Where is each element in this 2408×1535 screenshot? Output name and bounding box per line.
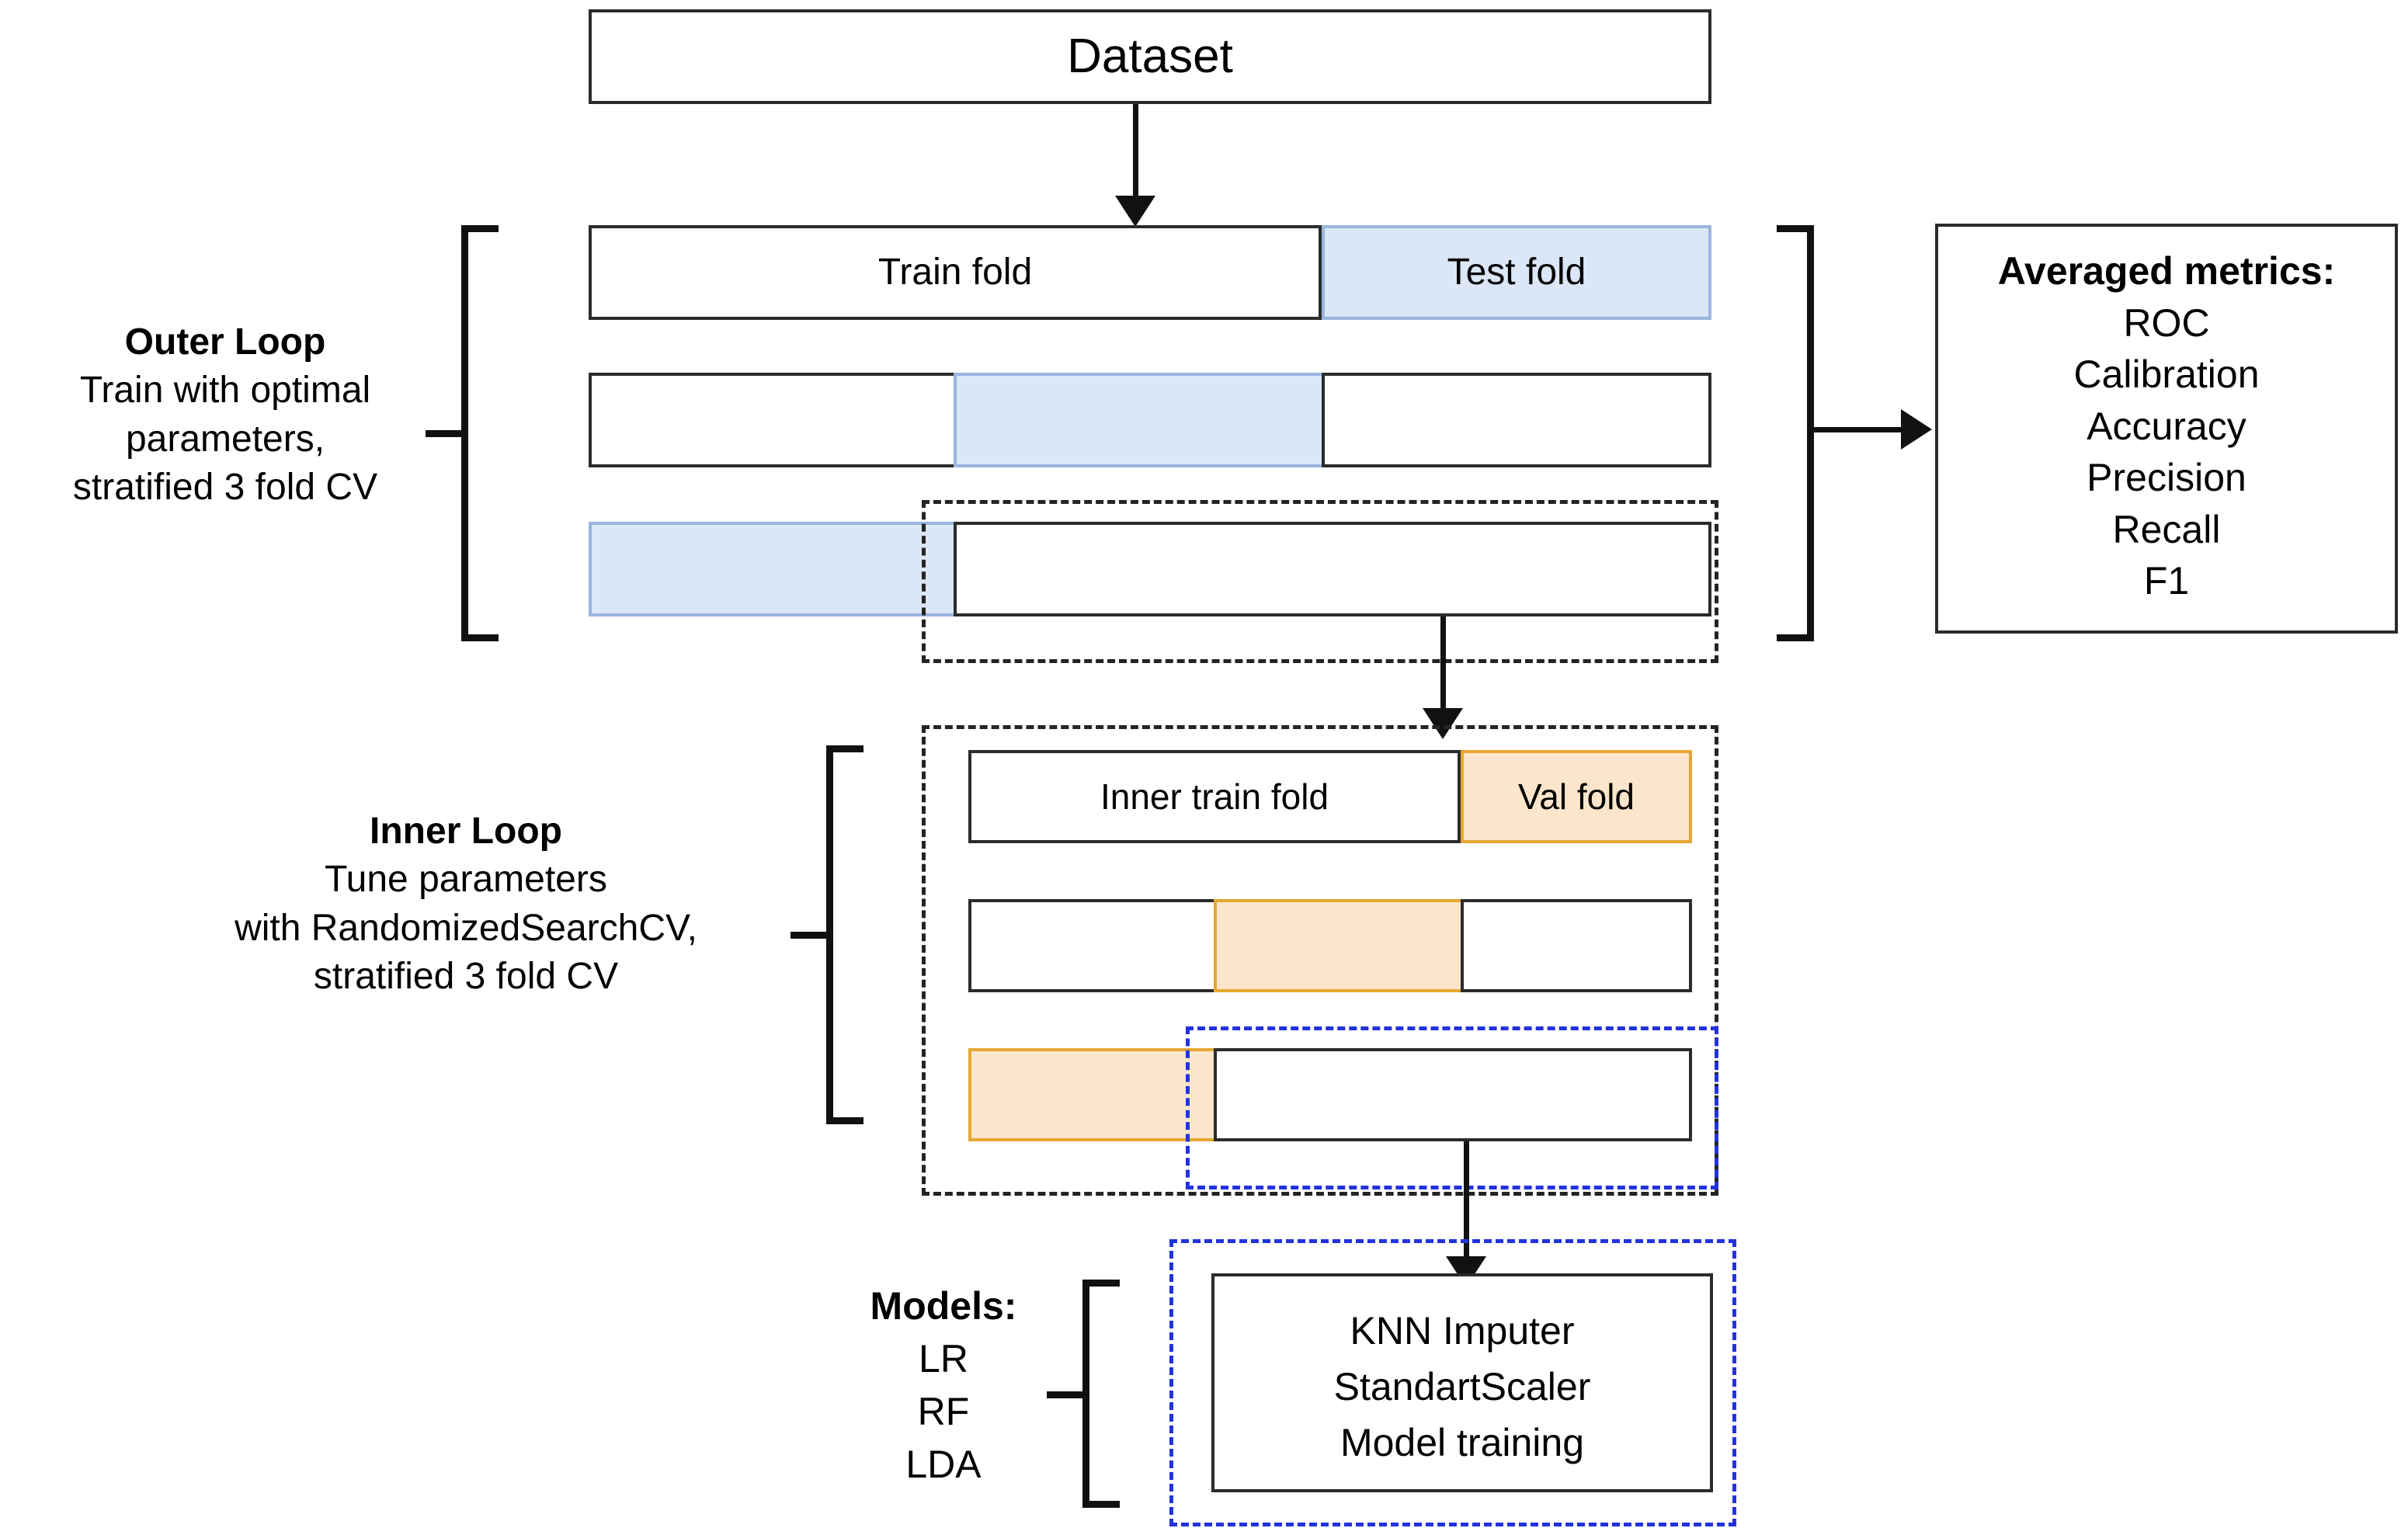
dataset-label: Dataset bbox=[1067, 30, 1233, 84]
inner-loop-title: Inner Loop bbox=[370, 811, 562, 852]
inner-loop-dashed-container bbox=[922, 725, 1718, 1196]
inner-row3-segment-b bbox=[1214, 1048, 1692, 1141]
test-fold-label: Test fold bbox=[1447, 251, 1586, 293]
outer-row2-segment-c bbox=[1322, 373, 1711, 467]
metric-item-f1: F1 bbox=[2143, 559, 2190, 603]
outer-loop-right-bracket bbox=[1777, 225, 1814, 641]
train-fold-label: Train fold bbox=[877, 251, 1033, 293]
inner-row2-segment-c bbox=[1461, 899, 1692, 992]
outer-loop-bracket bbox=[426, 225, 499, 641]
inner-row1-train-segment: Inner train fold bbox=[968, 750, 1461, 843]
pipeline-line-model-training: Model training bbox=[1340, 1421, 1585, 1464]
outer-fold-row-3 bbox=[589, 522, 1711, 616]
model-item-lr: LR bbox=[919, 1337, 968, 1380]
inner-row2-segment-a bbox=[968, 899, 1217, 992]
inner-train-highlight-dashed-box bbox=[1186, 1026, 1718, 1189]
models-caption: Models: LR RF LDA bbox=[800, 1280, 1087, 1491]
inner-loop-line-3: stratified 3 fold CV bbox=[313, 956, 619, 998]
pipeline-text: KNN Imputer StandartScaler Model trainin… bbox=[1214, 1303, 1710, 1471]
outer-loop-line-2: parameters, bbox=[125, 418, 325, 460]
metric-item-precision: Precision bbox=[2087, 456, 2246, 499]
outer-row2-segment-b bbox=[954, 373, 1325, 467]
pipeline-line-knn-imputer: KNN Imputer bbox=[1350, 1309, 1575, 1353]
outer-row1-test-segment: Test fold bbox=[1322, 225, 1711, 320]
metrics-heading: Averaged metrics: bbox=[1997, 249, 2336, 293]
arrow-dataset-to-outer bbox=[1115, 196, 1155, 227]
inner-train-fold-label: Inner train fold bbox=[1100, 776, 1329, 817]
inner-loop-line-2: with RandomizedSearchCV, bbox=[235, 907, 697, 949]
outer-fold-row-2 bbox=[589, 373, 1711, 467]
model-item-rf: RF bbox=[917, 1390, 970, 1433]
connector-dataset-to-outer bbox=[1133, 104, 1138, 205]
inner-fold-row-1: Inner train fold Val fold bbox=[968, 750, 1692, 843]
outer-loop-line-3: stratified 3 fold CV bbox=[72, 467, 378, 509]
models-heading: Models: bbox=[870, 1284, 1017, 1328]
metric-item-recall: Recall bbox=[2112, 507, 2221, 551]
metric-item-roc: ROC bbox=[2123, 300, 2210, 345]
inner-row1-val-segment: Val fold bbox=[1461, 750, 1692, 843]
pipeline-line-standartscaler: StandartScaler bbox=[1333, 1365, 1591, 1408]
pipeline-box: KNN Imputer StandartScaler Model trainin… bbox=[1211, 1273, 1713, 1492]
outer-train-highlight-dashed-box bbox=[922, 500, 1718, 663]
outer-fold-row-1: Train fold Test fold bbox=[589, 225, 1711, 320]
model-item-lda: LDA bbox=[905, 1443, 982, 1486]
inner-loop-line-1: Tune parameters bbox=[325, 859, 607, 901]
connector-inner-to-pipeline bbox=[1464, 1141, 1469, 1266]
models-bracket bbox=[1047, 1280, 1120, 1508]
outer-loop-line-1: Train with optimal bbox=[79, 370, 371, 412]
connector-outer-to-inner bbox=[1440, 616, 1446, 717]
inner-row2-segment-b bbox=[1214, 899, 1464, 992]
outer-row3-segment-b bbox=[954, 522, 1711, 616]
inner-fold-row-2 bbox=[968, 899, 1692, 992]
outer-row2-segment-a bbox=[589, 373, 957, 467]
dataset-box: Dataset bbox=[589, 9, 1711, 104]
metric-item-accuracy: Accuracy bbox=[2087, 404, 2246, 448]
inner-loop-bracket bbox=[791, 745, 863, 1124]
connector-outer-to-metrics bbox=[1814, 427, 1909, 432]
inner-row3-segment-a bbox=[968, 1048, 1217, 1141]
arrow-outer-to-metrics bbox=[1901, 409, 1932, 450]
outer-row3-segment-a bbox=[589, 522, 957, 616]
outer-row1-train-segment: Train fold bbox=[589, 225, 1322, 320]
averaged-metrics-box: Averaged metrics: ROC Calibration Accura… bbox=[1935, 224, 2398, 634]
metric-item-calibration: Calibration bbox=[2073, 352, 2260, 396]
outer-loop-caption: Outer Loop Train with optimal parameters… bbox=[16, 318, 435, 512]
arrow-outer-to-inner bbox=[1423, 708, 1463, 739]
pipeline-dashed-container bbox=[1169, 1239, 1736, 1526]
inner-loop-caption: Inner Loop Tune parameters with Randomiz… bbox=[116, 807, 815, 1002]
outer-loop-title: Outer Loop bbox=[124, 321, 326, 363]
inner-fold-row-3 bbox=[968, 1048, 1692, 1141]
val-fold-label: Val fold bbox=[1517, 776, 1635, 817]
averaged-metrics-text: Averaged metrics: ROC Calibration Accura… bbox=[1938, 245, 2395, 607]
